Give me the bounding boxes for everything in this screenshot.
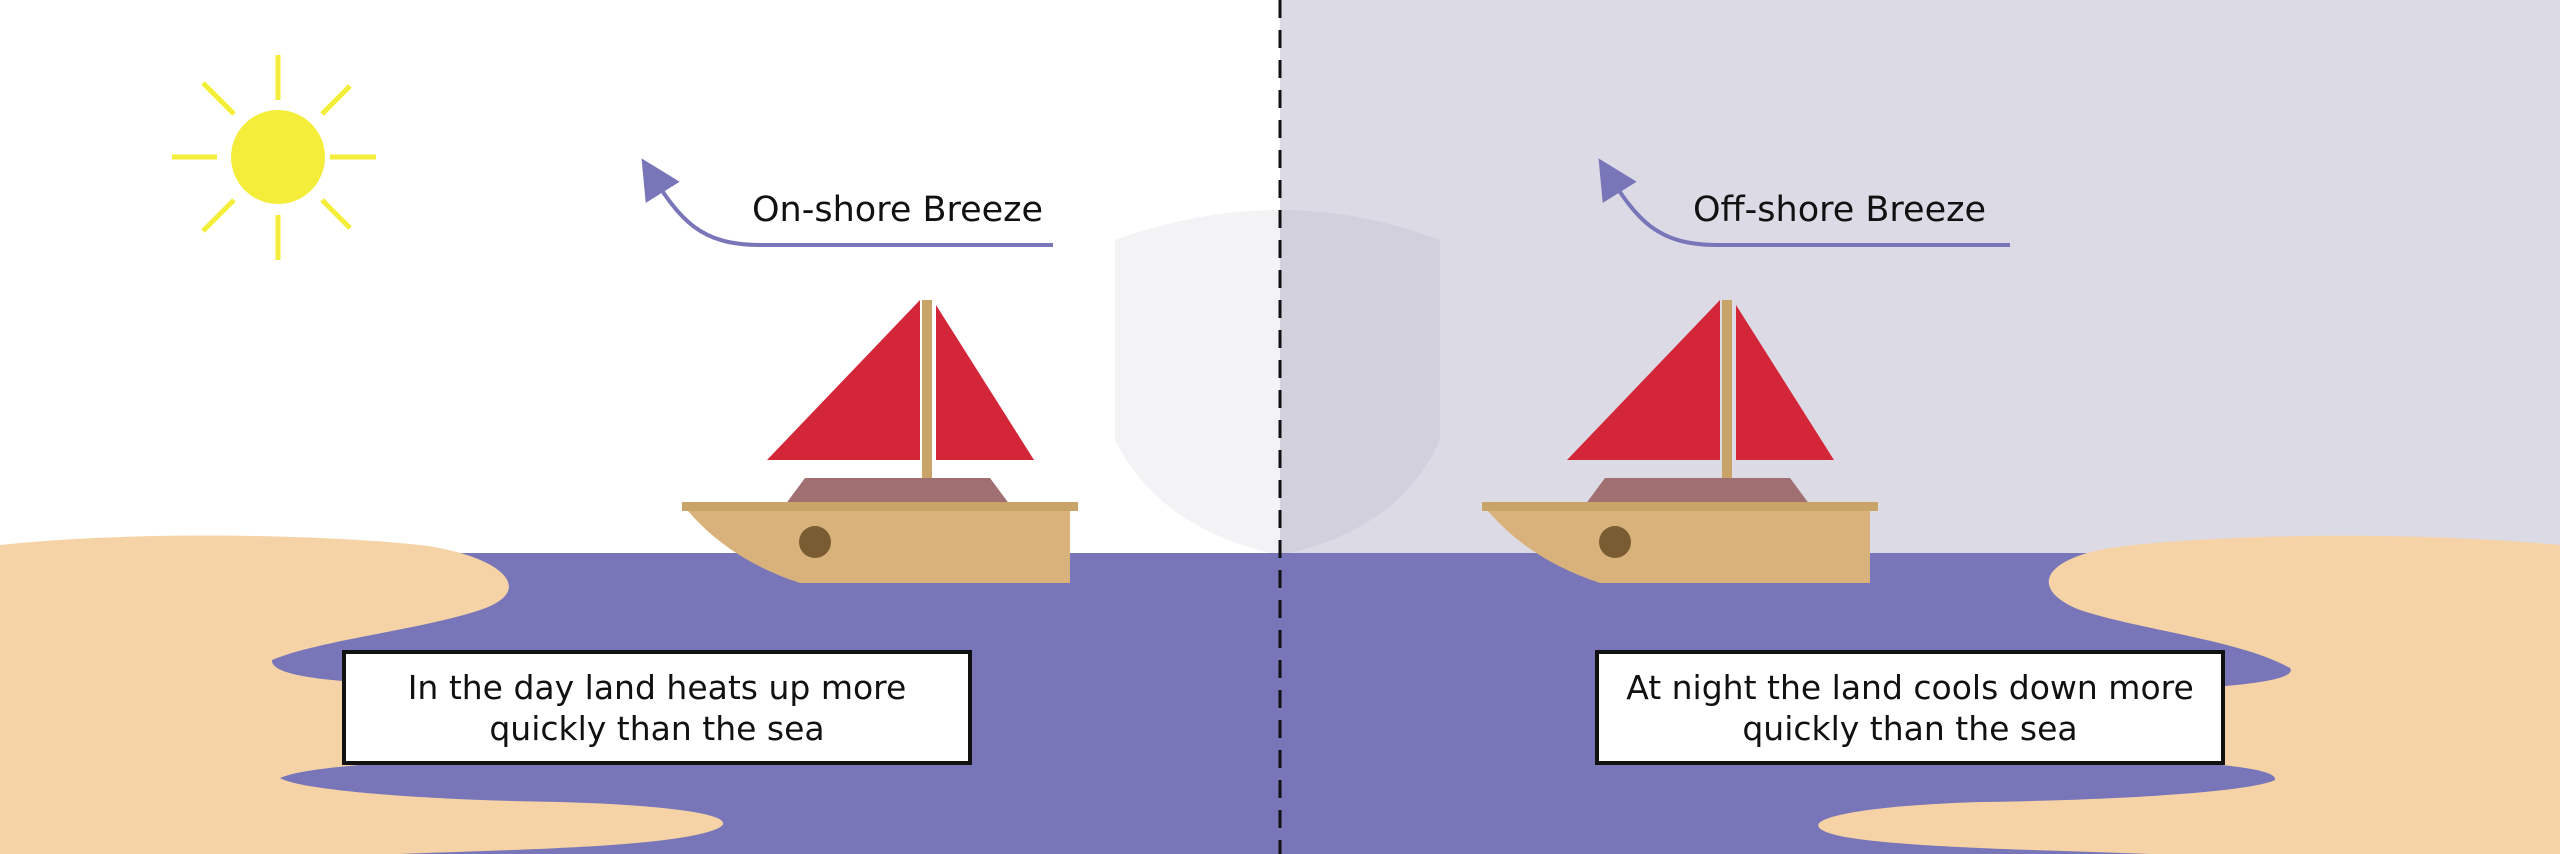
day-boat-left-sail	[767, 300, 920, 460]
day-boat-mast	[922, 300, 932, 480]
night-boat-left-sail	[1567, 300, 1720, 460]
night-boat-porthole	[1599, 526, 1631, 558]
night-boat-right-sail	[1736, 305, 1834, 460]
offshore-breeze-label: Off-shore Breeze	[1693, 190, 1987, 230]
onshore-breeze-arrow	[641, 158, 1053, 247]
watermark-shield	[1115, 210, 1440, 555]
day-boat-right-sail	[936, 305, 1034, 460]
day-sky	[0, 0, 1280, 560]
day-boat-cabin	[785, 478, 1010, 505]
night-boat	[1482, 300, 1878, 583]
day-boat	[682, 300, 1078, 583]
day-boat-hull	[688, 511, 1070, 583]
onshore-breeze-label: On-shore Breeze	[752, 190, 1044, 230]
night-boat-mast	[1722, 300, 1732, 480]
offshore-breeze-arrow	[1598, 158, 2010, 247]
day-caption-box: In the day land heats up more quickly th…	[342, 650, 972, 765]
night-boat-hull	[1488, 511, 1870, 583]
night-caption-box: At night the land cools down more quickl…	[1595, 650, 2225, 765]
night-boat-deck	[1482, 502, 1878, 511]
sun-icon	[172, 55, 376, 260]
day-boat-porthole	[799, 526, 831, 558]
night-caption: At night the land cools down more quickl…	[1626, 667, 2194, 748]
day-boat-deck	[682, 502, 1078, 511]
night-boat-cabin	[1585, 478, 1810, 505]
night-sky	[1280, 0, 2560, 560]
day-caption: In the day land heats up more quickly th…	[407, 667, 907, 748]
